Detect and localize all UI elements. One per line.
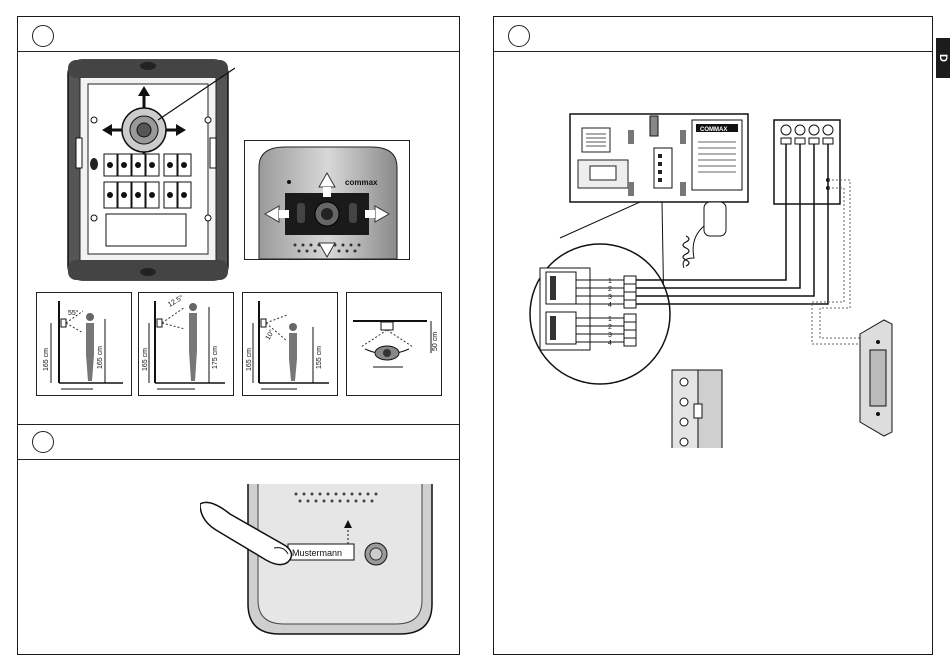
camera-closeup: commax xyxy=(245,141,409,259)
mount-1-angle: 55° xyxy=(68,309,79,317)
mount-diagram-1: 55° 165 cm 165 cm xyxy=(36,292,132,396)
left-header-divider xyxy=(18,51,459,52)
camera-closeup-frame: commax xyxy=(244,140,410,260)
wire-num-bottom-2: 2 xyxy=(608,324,612,331)
monitor-brand-text: COMMAX xyxy=(700,127,727,133)
step-circle-2 xyxy=(32,431,54,453)
mount-2-angle: 12.5° xyxy=(167,293,185,308)
wire-num-top-2: 2 xyxy=(608,286,612,293)
left-header-divider-2 xyxy=(18,459,459,460)
wire-num-top-3: 3 xyxy=(608,294,612,301)
outdoor-station-interior xyxy=(60,58,235,283)
camera-brand-text: commax xyxy=(345,178,378,187)
mount-2-mount-height: 165 cm xyxy=(142,348,149,371)
language-tab: D xyxy=(936,38,950,78)
wire-num-bottom-3: 3 xyxy=(608,332,612,339)
nameplate-text: Mustermann xyxy=(292,548,342,558)
right-header-divider xyxy=(494,51,932,52)
language-tab-letter: D xyxy=(937,54,949,62)
step-circle-1 xyxy=(32,25,54,47)
left-section-divider xyxy=(18,424,459,425)
mount-3-angle: 10° xyxy=(264,328,276,341)
mount-diagram-3: 10° 165 cm 155 cm xyxy=(242,292,338,396)
wire-num-bottom-4: 4 xyxy=(608,340,612,347)
wire-num-top-1: 1 xyxy=(608,278,612,285)
step-circle-3 xyxy=(508,25,530,47)
horizontal-view-diagram: 50 cm xyxy=(346,292,442,396)
mount-1-mount-height: 165 cm xyxy=(43,348,50,371)
mount-3-mount-height: 165 cm xyxy=(246,348,253,371)
horizontal-view-height: 50 cm xyxy=(432,332,439,351)
nameplate-insertion: Mustermann xyxy=(200,484,440,640)
mount-1-person-height: 165 cm xyxy=(97,346,104,369)
mount-2-person-height: 175 cm xyxy=(212,346,219,369)
mount-diagram-2: 12.5° 165 cm 175 cm xyxy=(138,292,234,396)
wire-num-bottom-1: 1 xyxy=(608,316,612,323)
wire-num-top-4: 4 xyxy=(608,302,612,309)
mount-3-person-height: 155 cm xyxy=(316,346,323,369)
wiring-diagram: COMMAX 1 2 3 4 1 2 3 4 xyxy=(520,108,920,448)
